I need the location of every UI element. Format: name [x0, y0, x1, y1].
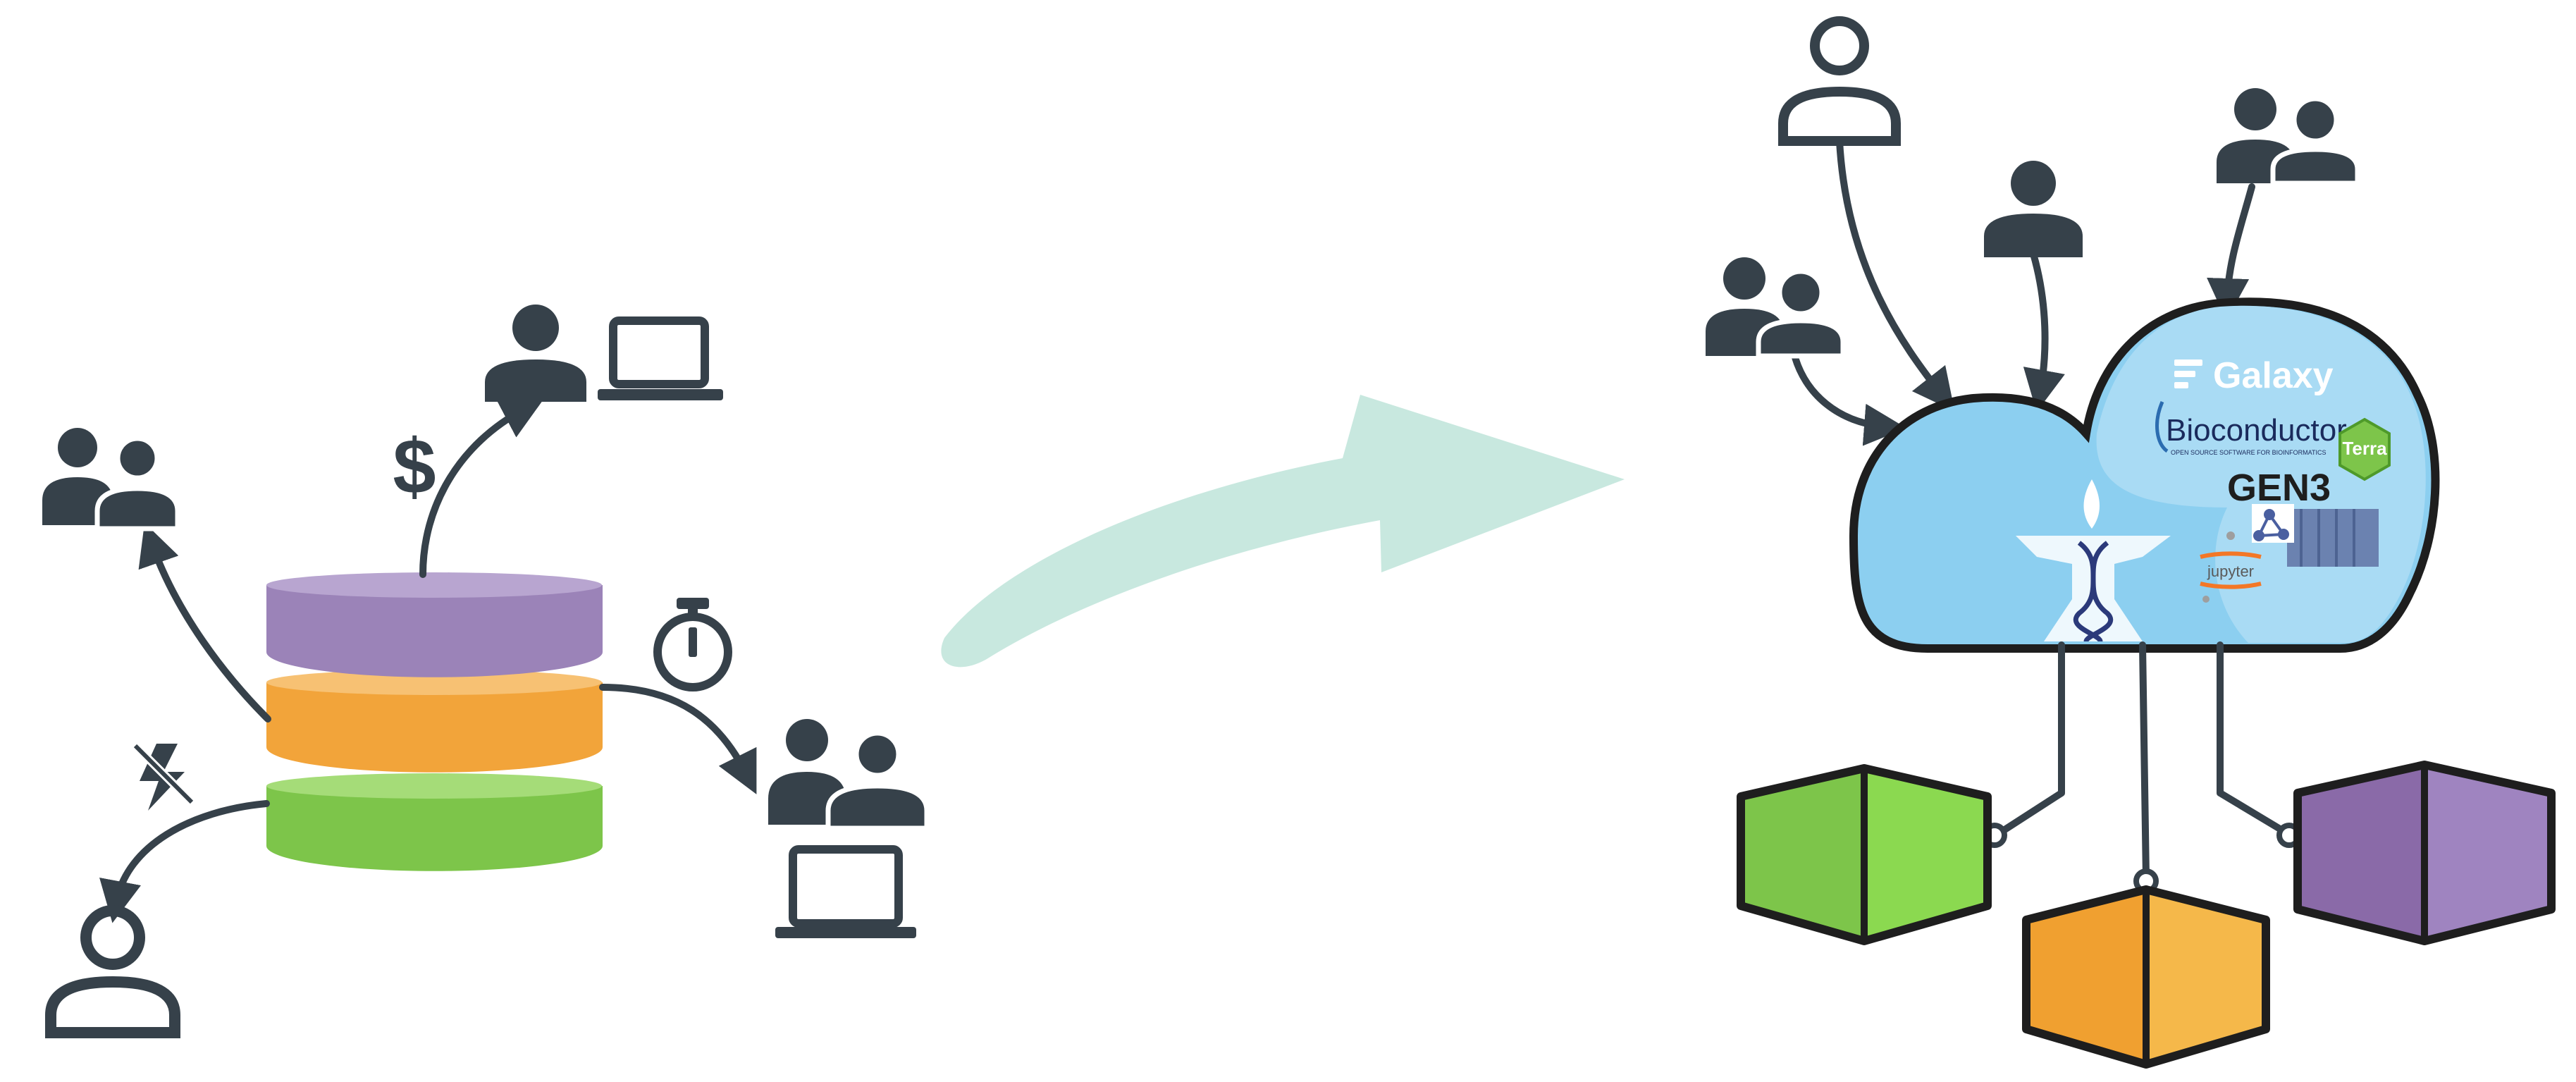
green-data-layer: [266, 773, 603, 871]
arrow-from-left-group: [1790, 349, 1906, 446]
cloud: [1849, 297, 2440, 653]
purple-cube-icon: [2293, 761, 2556, 945]
anvil-dna-icon: [2016, 479, 2171, 643]
group-icon: [42, 428, 180, 531]
container-registry-icon: [2252, 504, 2379, 567]
galaxy-logo-text: Galaxy: [2213, 355, 2334, 396]
arrow-to-right-group: [599, 684, 757, 794]
jupyter-logo: jupyter: [2200, 531, 2262, 603]
terra-logo: Terra: [2338, 417, 2391, 481]
arrow-to-left-group: [138, 522, 271, 723]
jupyter-logo-text: jupyter: [2207, 562, 2254, 580]
dollar-icon: $: [393, 424, 436, 510]
data-stack: [266, 572, 603, 871]
purple-data-layer: [266, 572, 603, 677]
bioconductor-logo-text: Bioconductor: [2166, 413, 2347, 448]
cloud-platform-panel: Galaxy Bioconductor OPEN SOURCE SOFTWARE…: [1706, 16, 2556, 1069]
transition-arrow: [941, 395, 1625, 668]
arrow-from-right-group: [2207, 183, 2255, 321]
terra-logo-text: Terra: [2342, 438, 2387, 459]
user-outline-icon: [45, 905, 180, 1038]
top-user-outline-icon: [1778, 16, 1901, 146]
no-power-icon: [132, 742, 195, 811]
bioconductor-logo: Bioconductor OPEN SOURCE SOFTWARE FOR BI…: [2155, 401, 2347, 456]
connector-green: [1992, 641, 2065, 839]
orange-data-layer: [266, 670, 603, 773]
group-laptop-icon: [768, 719, 930, 938]
orange-cube-icon: [2022, 885, 2270, 1069]
arrow-to-bottom-user: [99, 800, 270, 923]
siloed-data-panel: $: [42, 305, 930, 1038]
bioconductor-tagline: OPEN SOURCE SOFTWARE FOR BIOINFORMATICS: [2171, 449, 2327, 456]
arrow-from-top-user: [1836, 137, 1955, 412]
stopwatch-icon: [653, 598, 732, 691]
green-cube-icon: [1737, 764, 1992, 945]
connector-purple: [2217, 641, 2291, 837]
user-icon: [1984, 161, 2083, 257]
gen3-logo-text: GEN3: [2227, 467, 2331, 509]
user-laptop-icon: [485, 305, 723, 402]
arrow-from-mid-user: [2023, 250, 2065, 412]
galaxy-logo: Galaxy: [2174, 355, 2334, 396]
arrow-to-top-user: [419, 399, 544, 578]
gen3-logo: GEN3: [2227, 467, 2331, 509]
connector-orange: [2139, 641, 2150, 881]
group-icon: [1706, 257, 1846, 359]
group-icon: [2217, 88, 2360, 186]
